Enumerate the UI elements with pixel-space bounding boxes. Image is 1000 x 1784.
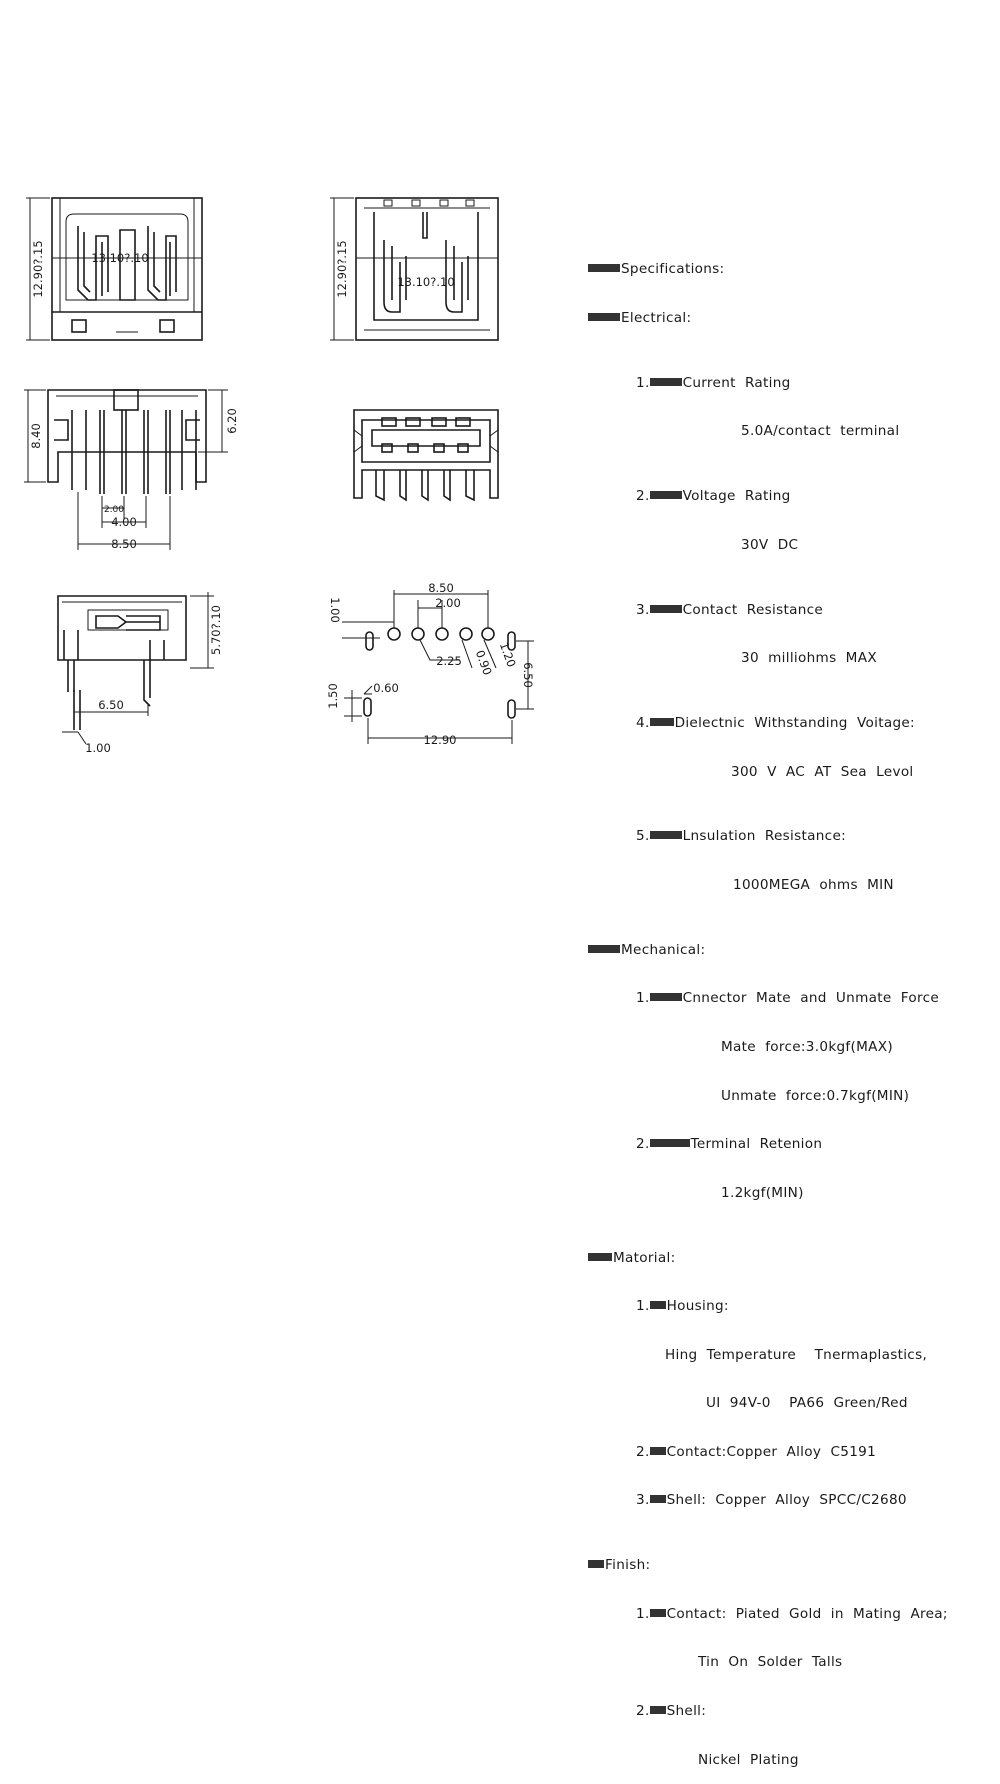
material-item: 3.Shell: Copper Alloy SPCC/C2680 — [636, 1492, 907, 1509]
electrical-item: 2.Voltage Rating — [636, 488, 791, 505]
finish-header-row: Finish: — [588, 1557, 993, 1573]
mechanical-value: 1.2kgf(MIN) — [721, 1184, 804, 1201]
dim-fp-slot-width: 0.60 — [373, 681, 399, 695]
mechanical-item: 2.Terminal Retenion — [636, 1136, 823, 1153]
electrical-value: 300 V AC AT Sea Levol — [731, 763, 914, 780]
mechanical-value: Mate force:3.0kgf(MAX) — [721, 1038, 893, 1055]
dim-profile-depth: 6.50 — [98, 698, 124, 712]
mechanical-value: Unmate force:0.7kgf(MIN) — [721, 1087, 910, 1104]
dim-pin-outer: 8.50 — [111, 537, 137, 551]
dim-fp-pitch: 2.00 — [435, 596, 461, 610]
cjk-label-icon — [588, 313, 620, 321]
electrical-value: 30 milliohms MAX — [741, 650, 877, 667]
cjk-label-icon — [588, 1252, 612, 1261]
cjk-label-icon — [649, 377, 682, 386]
cjk-label-icon — [649, 717, 674, 726]
dim-profile-lead: 1.00 — [85, 741, 111, 755]
material-value: Hing Temperature Tnermaplastics, — [665, 1346, 928, 1363]
mechanical-item: 1.Cnnector Mate and Unmate Force — [636, 990, 940, 1007]
finish-value: Nickel Plating — [698, 1751, 799, 1768]
electrical-header: Electrical: — [621, 310, 692, 326]
cjk-label-icon — [649, 831, 682, 840]
cjk-label-icon — [649, 1706, 666, 1715]
finish-item: 2.Shell: — [636, 1703, 707, 1720]
electrical-value: 1000MEGA ohms MIN — [733, 876, 894, 893]
dim-profile-height: 5.70?.10 — [209, 605, 223, 655]
cjk-label-icon — [649, 1301, 666, 1310]
cjk-label-icon — [649, 993, 682, 1002]
cjk-label-icon — [649, 1608, 666, 1617]
dim-pin-pitch: 2.00 — [104, 505, 124, 515]
material-header: Matorial: — [613, 1249, 676, 1266]
spec-title: Specifications: — [621, 261, 725, 278]
mechanical-header-row: Mechanical: — [588, 942, 993, 958]
dim-fp-total-width: 12.90 — [424, 733, 457, 747]
cjk-label-icon — [649, 491, 682, 500]
material-value: UI 94V-0 PA66 Green/Red — [706, 1395, 908, 1412]
dim-fp-width: 8.50 — [428, 581, 454, 595]
back-view: 12.90?.15 13.10?.10 — [330, 197, 499, 341]
electrical-value: 5.0A/contact terminal — [741, 423, 900, 440]
dim-front-width: 13.10?.10 — [91, 251, 148, 265]
spec-title-row: Specifications: — [588, 261, 993, 277]
material-item: 2.Contact:Copper Alloy C5191 — [636, 1443, 877, 1460]
dim-front-height: 12.90?.15 — [31, 240, 45, 297]
specifications-block: Specifications: Electrical: 1.Current Ra… — [588, 229, 993, 1784]
finish-header: Finish: — [605, 1557, 651, 1574]
dim-side-total: 8.40 — [29, 423, 43, 449]
electrical-item: 5.Lnsulation Resistance: — [636, 828, 846, 845]
electrical-item: 4.Dielectnic Withstanding Voitage: — [636, 714, 915, 731]
rear-connector-view — [353, 409, 499, 502]
dim-side-body: 6.20 — [225, 408, 239, 434]
cjk-label-icon — [649, 1495, 666, 1504]
electrical-item: 1.Current Rating — [636, 374, 791, 391]
dim-back-height: 12.90?.15 — [335, 240, 349, 297]
material-item: 1.Housing: — [636, 1298, 729, 1315]
dim-fp-offset: 1.00 — [328, 597, 342, 623]
cjk-label-icon — [649, 1446, 666, 1455]
dim-fp-hole-small: 0.90 — [473, 648, 495, 677]
front-view: 12.90?.15 13.10?.10 — [26, 197, 203, 341]
cjk-label-icon — [588, 264, 620, 273]
pcb-footprint: 8.50 2.00 1.00 2.25 0.90 1.20 6.50 1.50 … — [326, 581, 535, 747]
finish-item: 1.Contact: Piated Gold in Mating Area; — [636, 1605, 948, 1622]
technical-drawing: 12.90?.15 13.10?.10 12.90?.15 13.10?.10 — [24, 197, 535, 755]
electrical-item: 3.Contact Resistance — [636, 601, 824, 618]
dim-fp-row-offset: 2.25 — [436, 654, 462, 668]
dim-pin-span: 4.00 — [111, 515, 137, 529]
mechanical-header: Mechanical: — [621, 941, 706, 958]
dim-back-width: 13.10?.10 — [397, 275, 454, 289]
electrical-header-row: Electrical: — [588, 310, 993, 326]
profile-view: 5.70?.10 6.50 1.00 — [57, 592, 223, 755]
electrical-value: 30V DC — [741, 536, 799, 553]
cjk-label-icon — [649, 604, 682, 613]
cjk-label-icon — [588, 1560, 604, 1569]
finish-value: Tin On Solder Talls — [698, 1654, 843, 1671]
cjk-label-icon — [649, 1139, 690, 1148]
side-pin-view: 8.40 6.20 2.00 4.00 8.50 — [24, 389, 239, 551]
material-header-row: Matorial: — [588, 1250, 993, 1266]
cjk-label-icon — [588, 944, 620, 953]
dim-fp-slot-spacing: 6.50 — [521, 662, 535, 688]
dim-fp-slot-length: 1.50 — [326, 683, 340, 709]
